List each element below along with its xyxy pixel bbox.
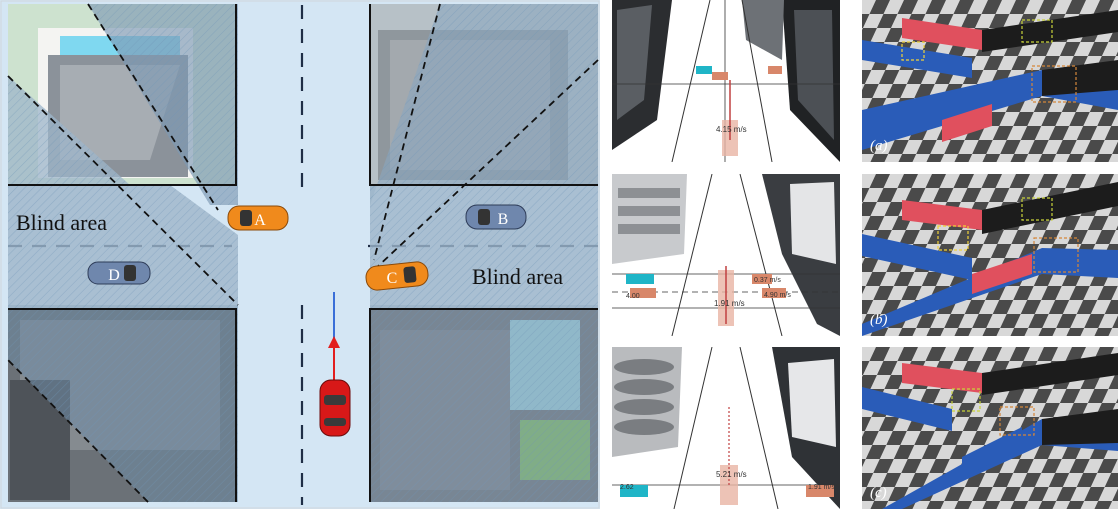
photo-c: (c): [862, 347, 1118, 509]
sim-2-label-left: 4.00: [626, 293, 640, 300]
photo-b-label: (b): [870, 312, 888, 328]
car-a-label: A: [254, 212, 266, 229]
sim-2-speed: 1.91 m/s: [714, 299, 745, 308]
real-world-photos: (a) (b) (c): [862, 0, 1118, 509]
car-a: A: [227, 205, 289, 231]
sim-view-3: 2.62 1.91 m/s 5.21 m/s: [612, 347, 840, 509]
ego-trajectory: [328, 292, 340, 380]
car-b-label: B: [498, 211, 509, 228]
sim-3-label-right: 1.91 m/s: [808, 484, 835, 491]
car-d: D: [87, 261, 151, 285]
car-b: B: [465, 204, 527, 230]
car-d-label: D: [108, 267, 120, 284]
blind-area-left-label: Blind area: [16, 210, 107, 235]
sim-2-label-right-top: 0.37 m/s: [754, 277, 781, 284]
sim-3-label-left: 2.62: [620, 484, 634, 491]
block-outlines: [8, 4, 598, 502]
sim-2-label-right-bottom: 4.90 m/s: [764, 292, 791, 299]
ego-car: [319, 379, 351, 437]
intersection-map: A B C D Blind area Blind area: [0, 0, 600, 509]
sim-3-speed: 5.21 m/s: [716, 470, 747, 479]
map-canvas: A B C D Blind area Blind area: [0, 0, 600, 509]
photo-b: (b): [862, 174, 1118, 336]
car-c: C: [365, 261, 429, 291]
sight-lines: [7, 3, 599, 503]
car-c-label: C: [387, 270, 398, 287]
sim-view-1: 4.15 m/s: [612, 0, 840, 162]
blind-area-right-label: Blind area: [472, 264, 563, 289]
photo-a: (a): [862, 0, 1118, 162]
simulation-views: 4.15 m/s 4.00 0.37 m/s: [612, 0, 840, 509]
photo-c-label: (c): [870, 485, 887, 501]
photo-a-label: (a): [870, 138, 888, 154]
sim-1-speed: 4.15 m/s: [716, 125, 747, 134]
sim-view-2: 4.00 0.37 m/s 4.90 m/s 1.91 m/s: [612, 174, 840, 336]
